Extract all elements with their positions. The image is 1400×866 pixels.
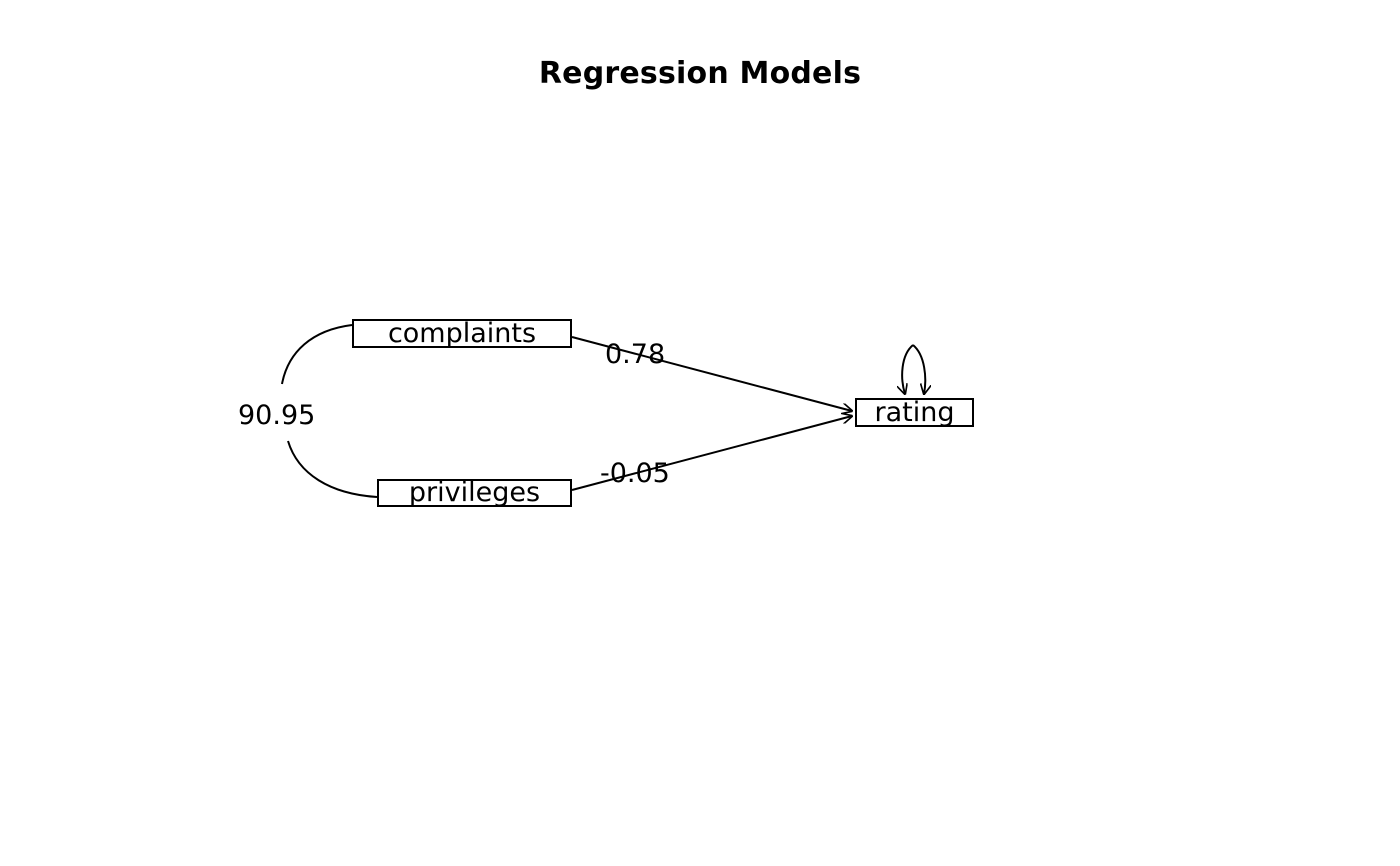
edge-covariance-lower-arc: [287, 440, 378, 498]
edge-label-privileges-to-rating: -0.05: [600, 458, 670, 489]
edge-rating-self-loop-right: [912, 344, 925, 394]
node-rating[interactable]: rating: [855, 398, 974, 427]
edge-complaints-to-rating: [571, 336, 852, 411]
edge-covariance-upper-arc: [281, 324, 353, 385]
node-complaints[interactable]: complaints: [352, 319, 572, 348]
node-privileges[interactable]: privileges: [377, 479, 572, 507]
node-rating-label: rating: [874, 396, 955, 428]
node-complaints-label: complaints: [387, 317, 537, 349]
edge-label-covariance: 90.95: [238, 400, 316, 431]
edge-rating-self-loop-left: [902, 344, 914, 394]
edge-label-complaints-to-rating: 0.78: [605, 339, 666, 370]
edge-privileges-to-rating: [571, 416, 852, 491]
page-title: Regression Models: [538, 56, 862, 91]
node-privileges-label: privileges: [408, 477, 541, 508]
